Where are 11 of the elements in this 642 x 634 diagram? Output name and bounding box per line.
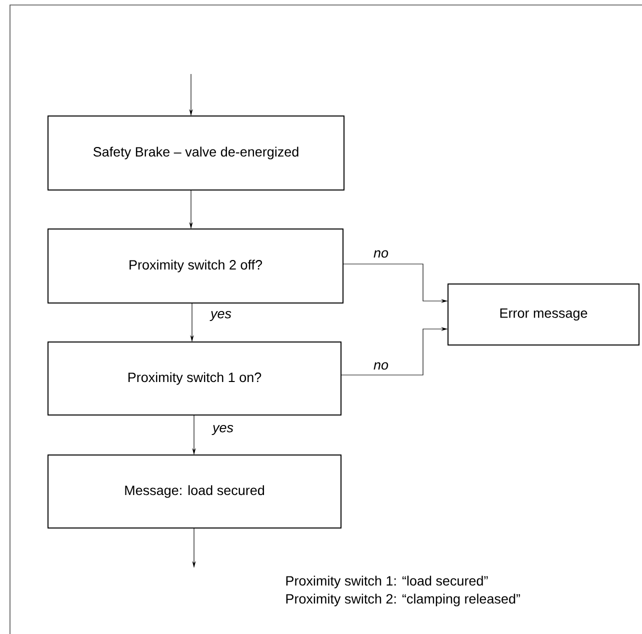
process-box: Proximity switch 2 off? <box>48 228 344 304</box>
process-box: Safety Brake – valve de-energized <box>48 116 344 190</box>
edge-label: no <box>374 362 388 370</box>
process-box: Proximity switch 1 on? <box>48 342 342 416</box>
edge-label: no <box>374 250 388 258</box>
edge-label: yes <box>212 424 234 436</box>
process-box: Error message <box>448 284 640 346</box>
note-text: Proximity switch 1: “load secured” <box>286 576 488 588</box>
note-text: Proximity switch 2: “clamping released” <box>286 594 520 606</box>
edge-label: yes <box>210 310 232 322</box>
process-box: Message: load secured <box>48 454 342 528</box>
